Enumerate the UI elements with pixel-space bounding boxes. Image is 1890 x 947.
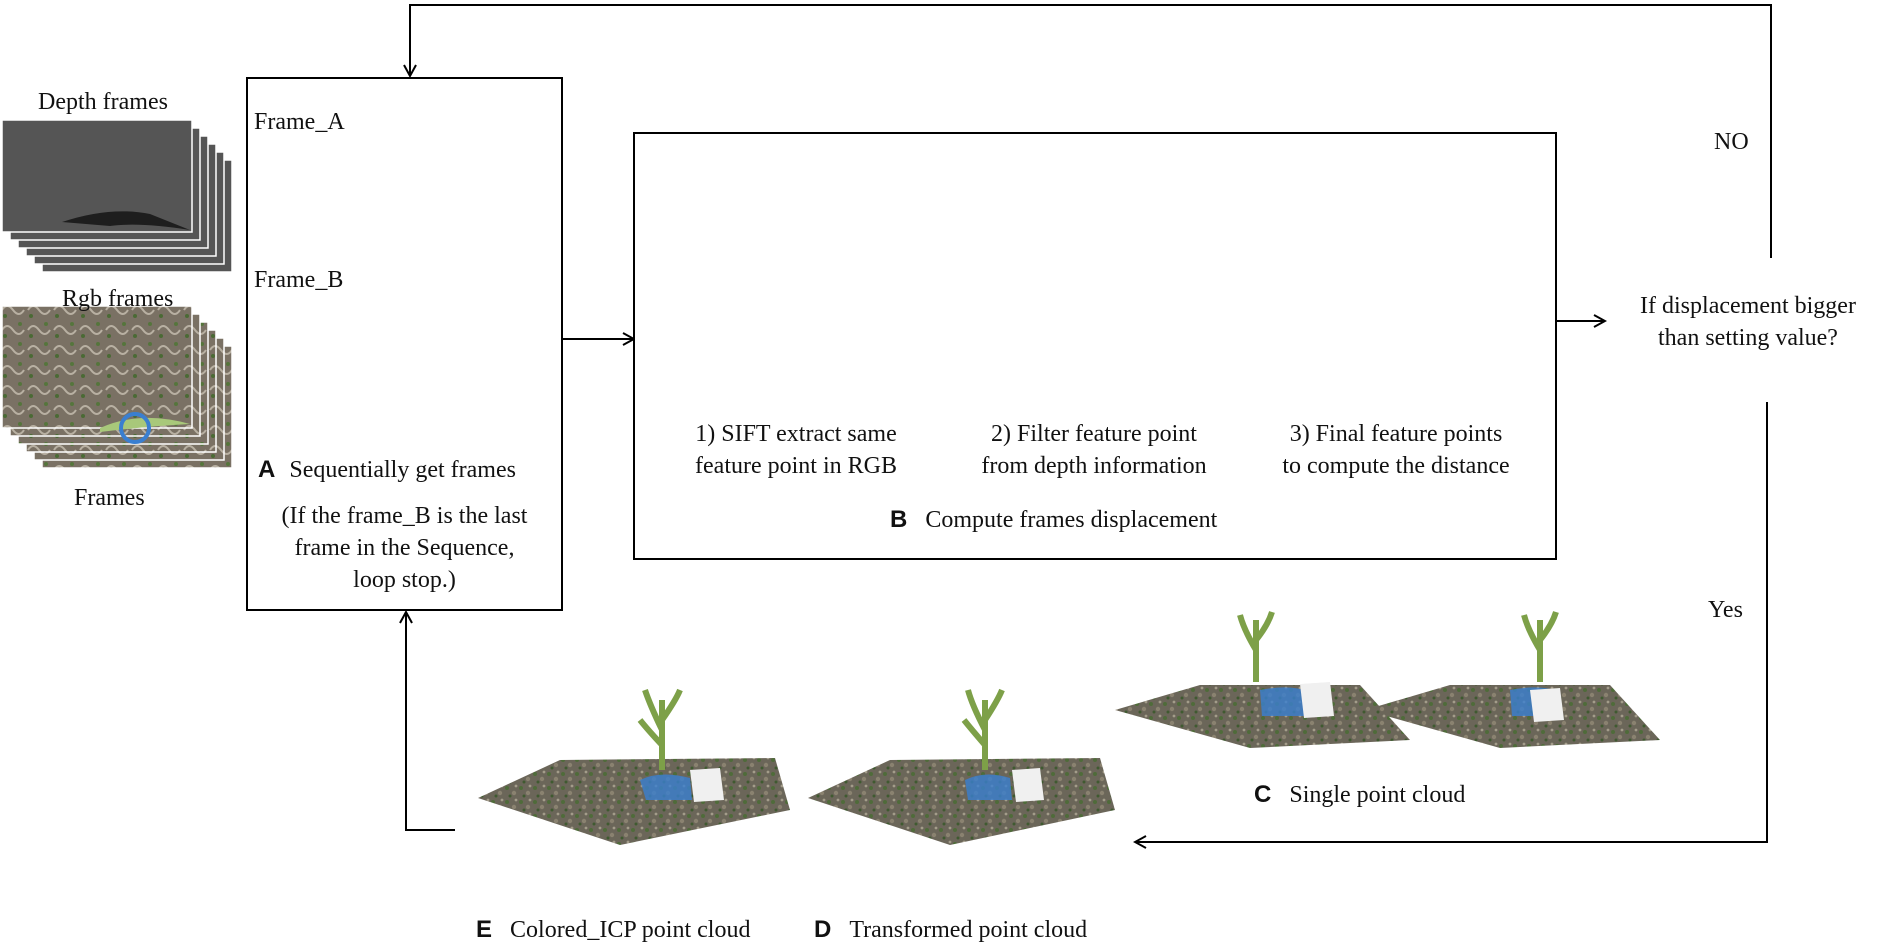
step-a-title: A Sequentially get frames	[258, 456, 516, 484]
point-cloud-c	[1115, 611, 1660, 748]
rgb-frames-label: Rgb frames	[62, 286, 174, 312]
filter-caption: 2) Filter feature point from depth infor…	[954, 420, 1234, 480]
step-e-letter: E	[476, 916, 493, 943]
arrow-yes	[1135, 402, 1768, 842]
final-caption: 3) Final feature points to compute the d…	[1256, 420, 1536, 480]
depth-frames-stack	[1, 119, 233, 273]
decision-line2: than setting value?	[1658, 325, 1838, 351]
arrow-return-to-a	[406, 612, 455, 831]
filter-caption-line2: from depth information	[981, 453, 1207, 479]
step-b-title: B Compute frames displacement	[890, 506, 1217, 534]
frame-b-label: Frame_B	[254, 267, 344, 293]
rgb-frames-stack	[1, 305, 233, 469]
step-e-title-text: Colored_ICP point cloud	[510, 917, 751, 943]
step-e-title: E Colored_ICP point cloud	[476, 916, 750, 944]
step-a-title-text: Sequentially get frames	[289, 457, 516, 483]
final-caption-line2: to compute the distance	[1282, 453, 1510, 479]
step-b-letter: B	[890, 506, 908, 533]
step-a-note-line2: frame in the Sequence,	[294, 535, 515, 561]
sift-caption-line1: 1) SIFT extract same	[695, 421, 897, 447]
point-cloud-d	[808, 688, 1115, 845]
yes-label: Yes	[1708, 597, 1743, 623]
no-label: NO	[1714, 129, 1749, 155]
final-caption-line1: 3) Final feature points	[1289, 421, 1503, 447]
step-d-letter: D	[814, 916, 832, 943]
frame-a-label: Frame_A	[254, 109, 345, 135]
step-c-letter: C	[1254, 781, 1272, 808]
step-b-box	[633, 132, 1557, 560]
depth-frames-label: Depth frames	[38, 89, 168, 115]
step-c-title: C Single point cloud	[1254, 781, 1465, 809]
step-a-box	[246, 77, 563, 611]
step-d-title: D Transformed point cloud	[814, 916, 1087, 944]
frames-label: Frames	[74, 485, 145, 511]
step-a-note-line1: (If the frame_B is the last	[281, 503, 528, 529]
step-a-note-line3: loop stop.)	[353, 567, 456, 593]
step-b-title-text: Compute frames displacement	[925, 507, 1218, 533]
arrow-no-loop	[410, 4, 1772, 258]
step-c-title-text: Single point cloud	[1289, 782, 1466, 808]
filter-caption-line1: 2) Filter feature point	[991, 421, 1197, 447]
step-a-note: (If the frame_B is the last frame in the…	[248, 502, 561, 594]
decision-line1: If displacement bigger	[1640, 293, 1856, 319]
point-cloud-e	[478, 688, 790, 845]
step-a-letter: A	[258, 456, 276, 483]
sift-caption-line2: feature point in RGB	[695, 453, 897, 479]
decision-text: If displacement bigger than setting valu…	[1612, 292, 1884, 352]
sift-caption: 1) SIFT extract same feature point in RG…	[656, 420, 936, 480]
flow-arrows	[406, 4, 1772, 842]
step-d-title-text: Transformed point cloud	[849, 917, 1088, 943]
